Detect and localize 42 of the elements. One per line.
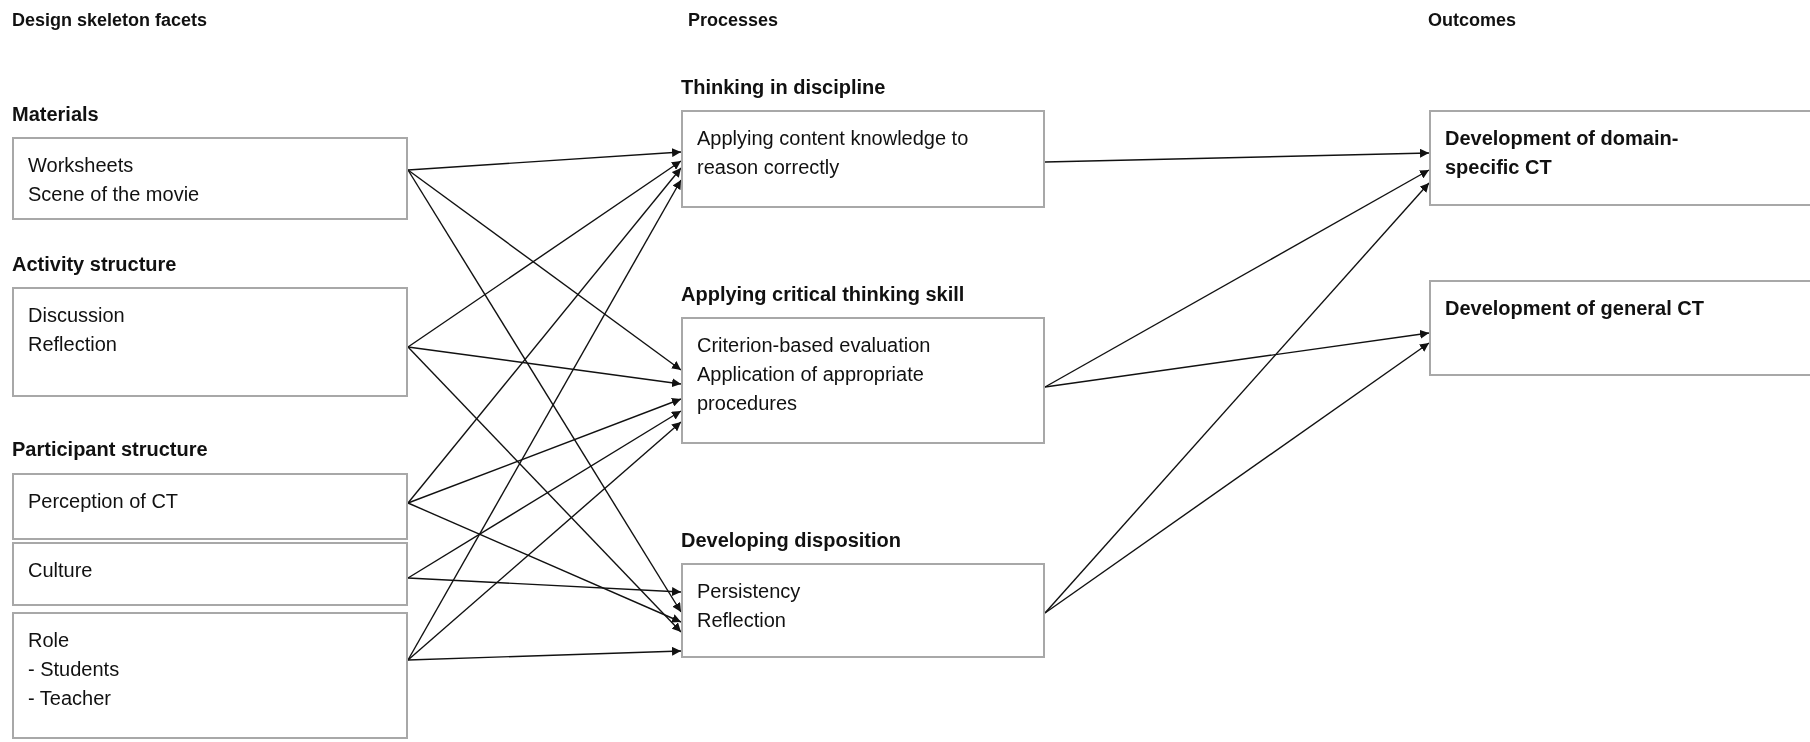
- box-heading: Materials: [12, 102, 100, 127]
- box-text: Role: [28, 628, 70, 653]
- group-heading: Participant structure: [12, 438, 208, 461]
- box-heading: Developing disposition: [681, 528, 902, 553]
- column-heading: Processes: [688, 10, 779, 31]
- column-heading: Design skeleton facets: [12, 10, 208, 31]
- arrow: [407, 160, 682, 348]
- arrow: [1044, 342, 1430, 614]
- arrow: [1044, 148, 1430, 163]
- arrow: [407, 398, 682, 504]
- box-text: Persistency: [697, 579, 801, 604]
- box-text: Worksheets: [28, 153, 134, 178]
- arrow: [407, 346, 682, 388]
- arrow: [407, 577, 682, 597]
- arrow: [407, 502, 682, 623]
- box-text: Reflection: [697, 608, 786, 633]
- box-text: Discussion: [28, 303, 125, 328]
- column-heading: Outcomes: [1428, 10, 1517, 31]
- arrow: [407, 410, 682, 579]
- box-text: Reflection: [28, 332, 117, 357]
- outcome-text: Development of general CT: [1445, 296, 1704, 321]
- box-text: Scene of the movie: [28, 182, 200, 207]
- box-text: Culture: [28, 558, 93, 583]
- arrow: [1044, 182, 1430, 614]
- arrow: [407, 167, 682, 504]
- box-text: - Teacher: [28, 686, 111, 711]
- outcome-text: Development of domain-specific CT: [1445, 126, 1680, 180]
- arrow: [407, 646, 682, 661]
- arrow: [407, 346, 682, 633]
- arrow: [407, 148, 682, 171]
- box-text: - Students: [28, 657, 120, 682]
- box-heading: Activity structure: [12, 252, 178, 277]
- box-heading: Thinking in discipline: [681, 75, 887, 100]
- arrow: [407, 169, 682, 371]
- box-text: Criterion-based evaluation: [697, 333, 931, 358]
- box-heading: Applying critical thinking skill: [681, 282, 966, 307]
- arrow: [1044, 329, 1430, 388]
- box-text: Application of appropriate procedures: [697, 362, 925, 416]
- arrow: [1044, 169, 1430, 388]
- arrow: [407, 421, 682, 661]
- box-text: Applying content knowledge to reason correctly: [697, 126, 970, 180]
- box-text: Perception of CT: [28, 489, 179, 514]
